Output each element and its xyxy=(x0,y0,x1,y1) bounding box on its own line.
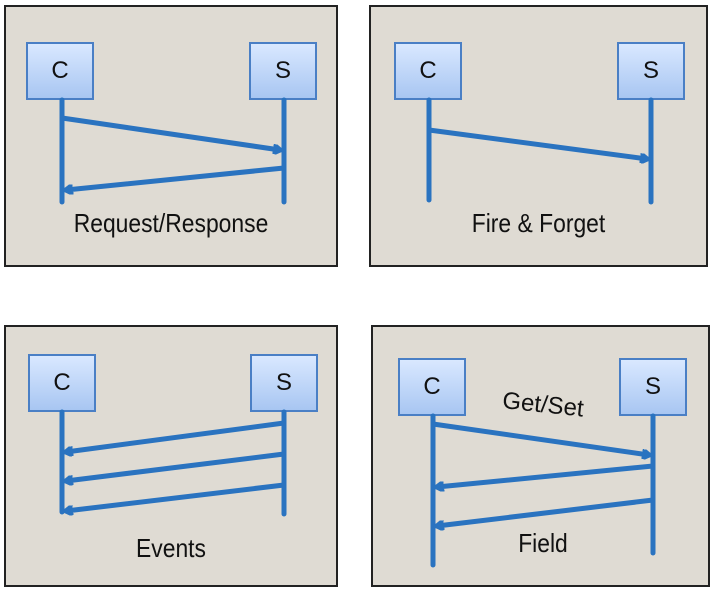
client-node: C xyxy=(26,42,94,100)
pattern-caption: Fire & Forget xyxy=(471,208,606,238)
client-node: C xyxy=(398,358,466,416)
client-node: C xyxy=(28,354,96,412)
pattern-caption: Field xyxy=(518,528,568,558)
pattern-caption: Request/Response xyxy=(73,208,269,238)
server-node: S xyxy=(617,42,685,100)
server-node: S xyxy=(249,42,317,100)
server-node: S xyxy=(619,358,687,416)
server-node: S xyxy=(250,354,318,412)
pattern-caption: Events xyxy=(136,533,206,563)
client-node: C xyxy=(394,42,462,100)
